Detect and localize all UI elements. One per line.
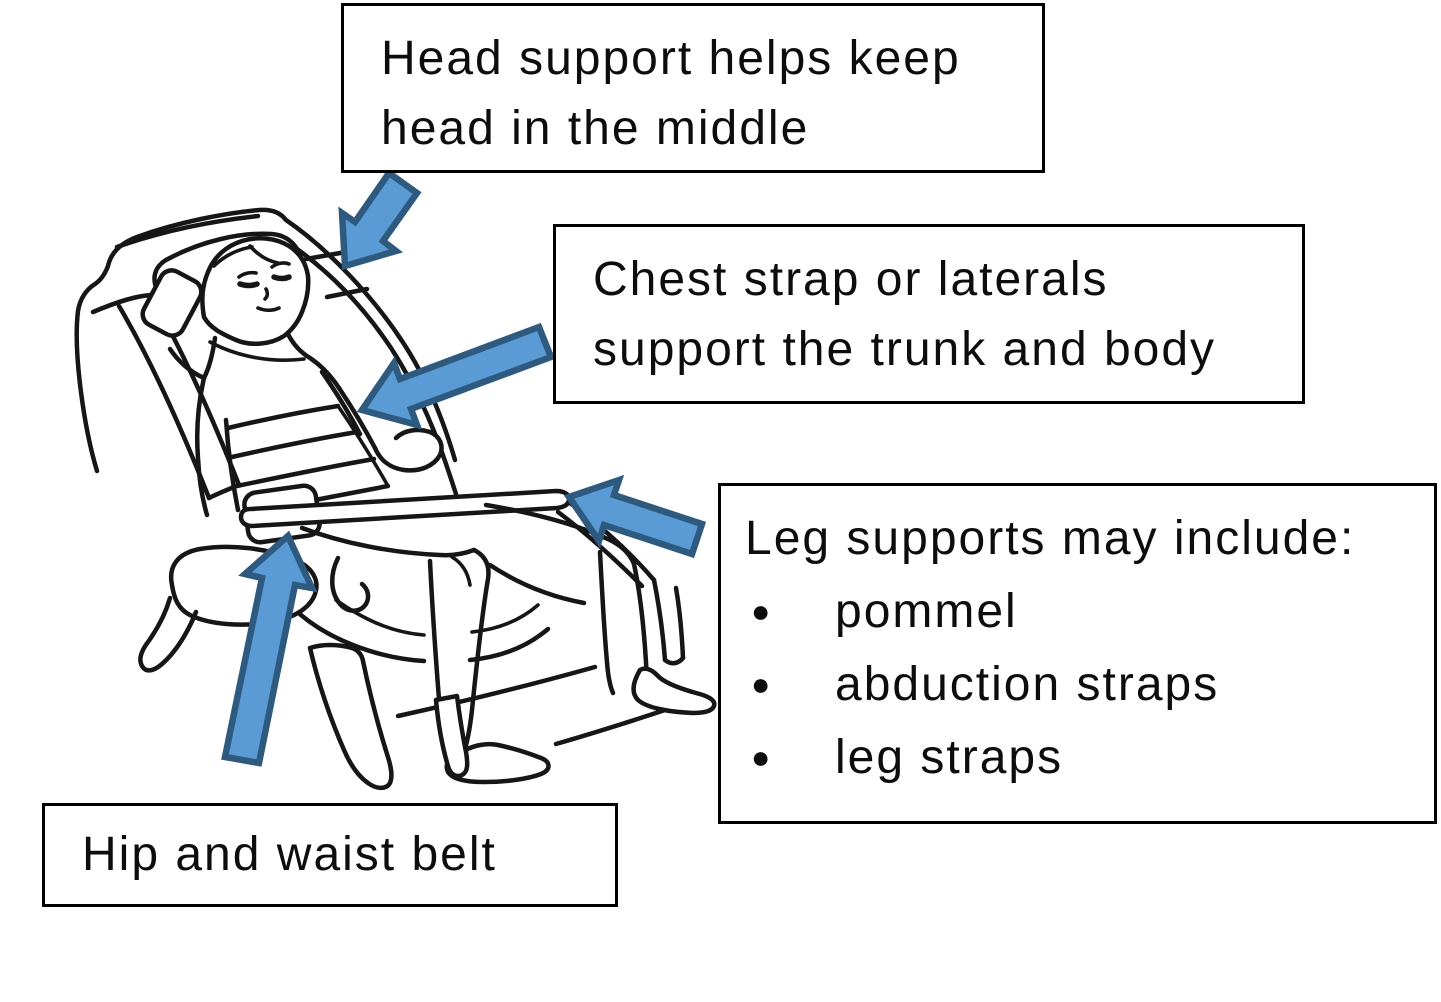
front-chair-leg [307,642,394,791]
head-support-callout: Head support helps keep head in the midd… [341,3,1045,173]
leg-supports-arrow-icon [563,474,707,559]
right-foot [631,666,717,716]
leg-supports-item-1: pommel [835,585,1018,638]
list-item: ● leg straps [721,721,1428,794]
head-support-arrow-icon [338,168,422,271]
leg-supports-callout: Leg supports may include: ● pommel ● abd… [718,483,1437,824]
child-head [200,236,311,346]
leg-supports-item-3: leg straps [835,731,1064,784]
chest-strap-arrow-icon [356,322,556,430]
leg-supports-item-2: abduction straps [835,658,1220,711]
head-pad [140,268,204,338]
head-support-text-line-2: head in the middle [381,102,810,155]
bullet-icon: ● [751,739,773,775]
hip-belt-text: Hip and waist belt [82,828,497,881]
chest-strap-callout: Chest strap or laterals support the trun… [553,224,1305,404]
leg-support-bar [238,488,572,529]
middle-chair-leg [433,693,470,779]
chest-strap-text-line-2: support the trunk and body [593,323,1217,376]
adaptive-chair-drawing [74,207,717,791]
bullet-icon: ● [751,593,773,629]
list-item: ● pommel [721,575,1428,648]
hip-belt-arrow-icon [221,530,318,767]
pointer-arrows [221,168,707,767]
hip-belt-callout: Hip and waist belt [42,803,618,907]
leg-supports-title: Leg supports may include: [745,512,1356,565]
head-support-text-line-1: Head support helps keep [381,32,961,85]
list-item: ● abduction straps [721,648,1428,721]
chest-strap-text-line-1: Chest strap or laterals [593,253,1109,306]
bullet-icon: ● [751,666,773,702]
